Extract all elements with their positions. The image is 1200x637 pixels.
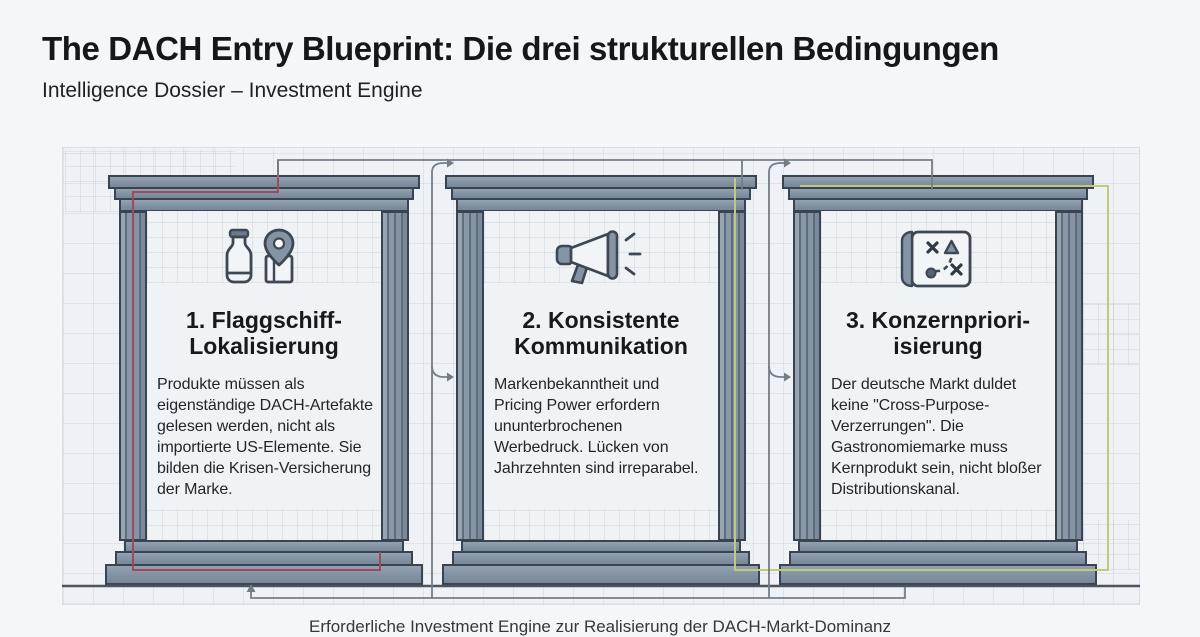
pillar-column-right bbox=[1055, 211, 1083, 541]
fine-grid-patch bbox=[147, 509, 381, 541]
pillar-heading-line2: Lokalisierung bbox=[189, 333, 339, 359]
fine-grid-patch bbox=[821, 509, 1055, 541]
pillar-1-flaggschiff-lokalisierung: 1. Flaggschiff- Lokalisierung Produkte m… bbox=[105, 175, 423, 585]
lintel-bar bbox=[119, 198, 409, 212]
header: The DACH Entry Blueprint: Die drei struk… bbox=[42, 30, 1162, 103]
megaphone-icon bbox=[484, 227, 718, 291]
pillar-column-right bbox=[381, 211, 409, 541]
page-title: The DACH Entry Blueprint: Die drei struk… bbox=[42, 30, 999, 67]
pillar-column-left bbox=[793, 211, 821, 541]
pillar-heading: 3. Konzernpriori- isierung bbox=[821, 307, 1055, 359]
pillar-body: Produkte müssen als eigenständige DACH-A… bbox=[157, 376, 373, 498]
strategy-map-icon bbox=[821, 227, 1055, 291]
pillar-2-konsistente-kommunikation: 2. Konsistente Kommunikation Markenbekan… bbox=[442, 175, 760, 585]
pillar-heading: 2. Konsistente Kommunikation bbox=[484, 307, 718, 359]
pillar-column-left bbox=[119, 211, 147, 541]
pillar-body: Der deutsche Markt duldet keine "Cross-P… bbox=[831, 376, 1042, 498]
pillar-heading-line1: 2. Konsistente bbox=[522, 307, 680, 333]
pillar-heading-line2: Kommunikation bbox=[514, 333, 688, 359]
lintel-bar bbox=[456, 198, 746, 212]
page-subtitle: Intelligence Dossier – Investment Engine bbox=[42, 79, 423, 102]
milk-bottle-location-pin-icon bbox=[147, 227, 381, 291]
pillar-column-left bbox=[456, 211, 484, 541]
pillar-panel: 2. Konsistente Kommunikation Markenbekan… bbox=[484, 211, 718, 541]
footer-caption: Erforderliche Investment Engine zur Real… bbox=[308, 617, 891, 636]
pillar-heading-line1: 3. Konzernpriori- bbox=[845, 307, 1030, 333]
pillar-heading-line2: isierung bbox=[893, 333, 983, 359]
pillar-heading: 1. Flaggschiff- Lokalisierung bbox=[147, 307, 381, 359]
base-step bbox=[105, 564, 423, 585]
base-step bbox=[779, 564, 1097, 585]
pillar-panel: 1. Flaggschiff- Lokalisierung Produkte m… bbox=[147, 211, 381, 541]
lintel-bar bbox=[793, 198, 1083, 212]
pillar-column-right bbox=[718, 211, 746, 541]
pillar-heading-line1: 1. Flaggschiff- bbox=[186, 307, 342, 333]
pillar-body: Markenbekanntheit und Pricing Power erfo… bbox=[494, 376, 699, 477]
fine-grid-patch bbox=[484, 509, 718, 541]
pillar-panel: 3. Konzernpriori- isierung Der deutsche … bbox=[821, 211, 1055, 541]
pillar-3-konzernpriorisierung: 3. Konzernpriori- isierung Der deutsche … bbox=[779, 175, 1097, 585]
base-step bbox=[442, 564, 760, 585]
